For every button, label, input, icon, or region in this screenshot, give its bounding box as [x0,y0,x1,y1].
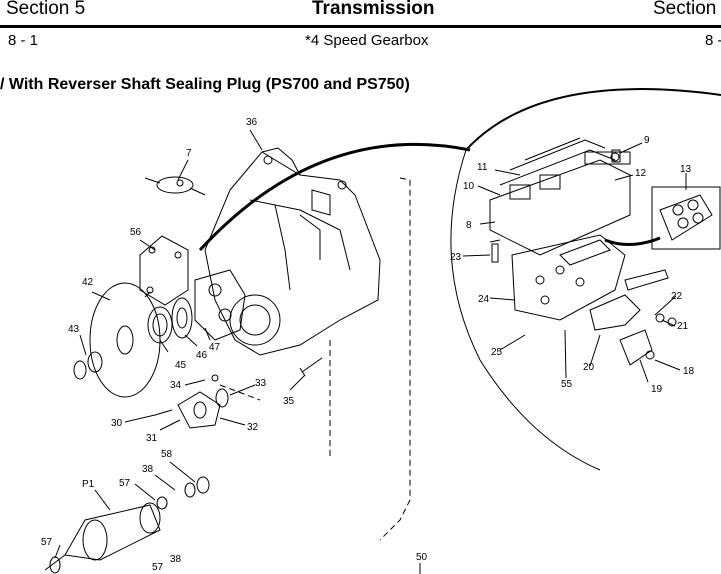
shaft-p1 [64,504,161,561]
callout-32: 32 [247,422,259,433]
inset-13-frame [651,186,721,250]
callout-33: 33 [255,378,267,389]
valve-plate-24 [511,234,626,321]
callout-8: 8 [466,220,472,231]
magnifier-arc-lower [450,149,601,471]
gear-46 [171,297,193,339]
callout-38b: 38 [170,554,182,565]
callout-12: 12 [635,168,647,179]
callout-31: 31 [146,433,158,444]
callout-30: 30 [111,418,123,429]
callout-57b: 57 [41,537,53,548]
callout-20: 20 [583,362,595,373]
callout-25: 25 [491,347,503,358]
callout-10: 10 [463,181,475,192]
valve-block [489,159,631,256]
pump-47 [194,269,246,341]
callout-35: 35 [283,396,295,407]
gearbox-housing [204,151,381,356]
callout-56: 56 [130,227,142,238]
callout-45: 45 [175,360,187,371]
disc-42 [89,282,161,398]
callout-13: 13 [680,164,692,175]
page-number-right: 8 - [705,32,721,49]
callout-57a: 57 [119,478,131,489]
cover-plate-56 [139,235,189,306]
lead-curve-13 [604,236,661,246]
bearing-45 [147,306,173,344]
page-number-left: 8 - 1 [8,32,39,49]
nut-43 [73,360,87,380]
callout-23: 23 [450,252,462,263]
callout-21: 21 [677,321,689,332]
callout-34: 34 [170,380,182,391]
bolt-35 [299,357,323,377]
callout-47: 47 [209,342,221,353]
bracket-7 [156,176,194,194]
section-label-left: Section 5 [6,0,86,19]
callout-19: 19 [651,384,663,395]
callout-43: 43 [68,324,80,335]
connector-19 [619,329,653,366]
callout-p1: P1 [82,479,95,490]
figure-title: / With Reverser Shaft Sealing Plug (PS70… [0,76,410,93]
callout-57c: 57 [152,562,164,573]
section-label-right: Section [653,0,717,19]
page-subtitle: *4 Speed Gearbox [305,32,429,49]
callout-36: 36 [246,117,258,128]
callout-18: 18 [683,366,695,377]
page-title: Transmission [312,0,435,19]
magnifier-arc [465,88,721,151]
callout-labels: 36 7 56 42 43 45 46 47 34 33 35 30 31 32… [41,117,695,573]
callout-24: 24 [478,294,490,305]
callout-55: 55 [561,379,573,390]
header-rule [0,25,721,28]
pump-cover-31 [177,391,221,429]
callout-22: 22 [671,291,683,302]
callout-58: 58 [161,449,173,460]
callout-46: 46 [196,350,208,361]
callout-50: 50 [416,552,428,563]
callout-7: 7 [186,148,192,159]
solenoid-20 [589,294,641,331]
callout-9: 9 [644,135,650,146]
callout-11: 11 [477,162,488,173]
callout-38a: 38 [142,464,154,475]
callout-42: 42 [82,277,94,288]
lead-curve [198,142,471,252]
